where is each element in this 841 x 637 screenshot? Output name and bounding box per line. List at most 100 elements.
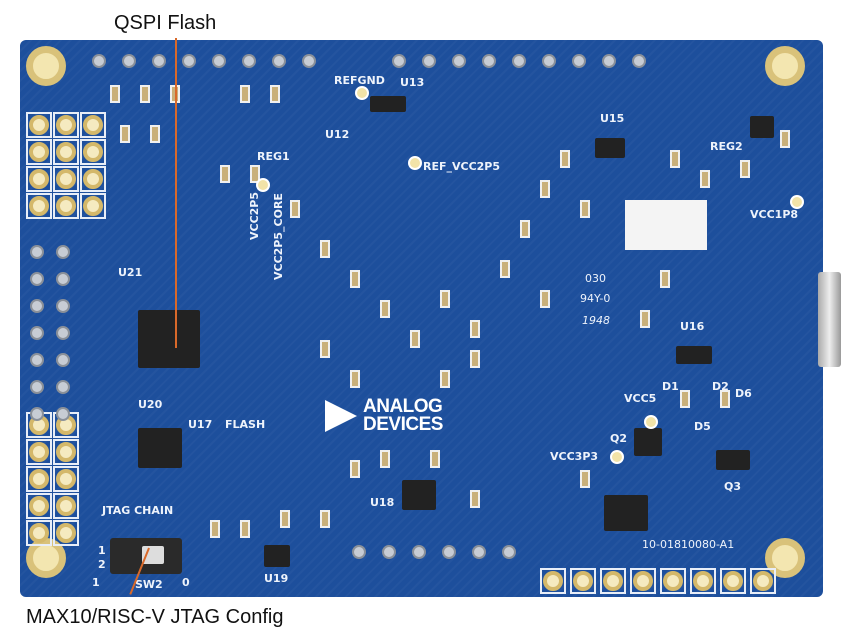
smd-component	[720, 390, 730, 408]
header-pin	[512, 54, 526, 68]
pin-frame	[26, 166, 52, 192]
test-point	[644, 415, 658, 429]
smd-component	[440, 290, 450, 308]
smd-component	[660, 270, 670, 288]
header-pin	[542, 54, 556, 68]
smd-component	[700, 170, 710, 188]
pin-frame	[80, 166, 106, 192]
header-pad	[603, 571, 623, 591]
header-pin	[352, 545, 366, 559]
smd-component	[110, 85, 120, 103]
pin-frame	[26, 520, 52, 546]
header-pin	[422, 54, 436, 68]
pin-frame	[53, 193, 79, 219]
silk-reg2: REG2	[710, 140, 743, 153]
header-pad	[83, 115, 103, 135]
smd-component	[320, 510, 330, 528]
header-pin	[482, 54, 496, 68]
header-pad	[543, 571, 563, 591]
header-pad	[723, 571, 743, 591]
header-pad	[56, 142, 76, 162]
silk-code1: 030	[585, 272, 606, 285]
header-pad	[56, 196, 76, 216]
header-pin	[92, 54, 106, 68]
header-pin	[30, 380, 44, 394]
pin-frame	[53, 439, 79, 465]
header-pad	[56, 469, 76, 489]
pin-frame	[53, 520, 79, 546]
smd-component	[350, 370, 360, 388]
silk-d2: D2	[712, 380, 729, 393]
silk-vcc5: VCC5	[624, 392, 657, 405]
logo-line2: DEVICES	[363, 414, 443, 435]
qspi-flash-callout: QSPI Flash	[114, 12, 217, 34]
header-pin	[392, 54, 406, 68]
header-pin	[56, 407, 70, 421]
smd-component	[780, 130, 790, 148]
test-point	[355, 86, 369, 100]
smd-component	[270, 85, 280, 103]
silk-d6: D6	[735, 387, 752, 400]
silk-vcc3p3: VCC3P3	[550, 450, 599, 463]
smd-component	[740, 160, 750, 178]
header-pad	[29, 169, 49, 189]
silk-refgnd: REFGND	[334, 74, 385, 87]
header-pad	[29, 496, 49, 516]
silk-flash: FLASH	[225, 418, 266, 431]
pin-frame	[750, 568, 776, 594]
header-pin	[152, 54, 166, 68]
pin-frame	[26, 493, 52, 519]
pin-frame	[53, 466, 79, 492]
smd-component	[500, 260, 510, 278]
pin-frame	[600, 568, 626, 594]
header-pad	[573, 571, 593, 591]
pin-frame	[660, 568, 686, 594]
test-point	[790, 195, 804, 209]
pin-frame	[690, 568, 716, 594]
silk-sw-0: 0	[182, 576, 190, 589]
header-pin	[56, 326, 70, 340]
mounting-hole	[26, 46, 66, 86]
smd-component	[240, 520, 250, 538]
smd-component	[220, 165, 230, 183]
silk-sw-1: 1	[98, 544, 106, 557]
qspi-callout-line	[175, 38, 177, 348]
header-pin	[302, 54, 316, 68]
usb-connector	[818, 272, 841, 367]
smd-component	[320, 240, 330, 258]
silk-u21: U21	[118, 266, 143, 279]
smd-component	[560, 150, 570, 168]
silk-part-number: 10-01810080-A1	[642, 538, 735, 551]
ic-q2	[634, 428, 662, 456]
ic-u18	[402, 480, 436, 510]
silk-u19: U19	[264, 572, 289, 585]
smd-component	[380, 450, 390, 468]
header-pin	[472, 545, 486, 559]
smd-component	[240, 85, 250, 103]
silk-vcc2p5: VCC2P5	[248, 191, 261, 240]
ic-u13	[370, 96, 406, 112]
pin-frame	[53, 112, 79, 138]
smd-component	[540, 290, 550, 308]
silk-d1: D1	[662, 380, 679, 393]
pin-frame	[570, 568, 596, 594]
smd-component	[470, 350, 480, 368]
silk-u15: U15	[600, 112, 625, 125]
header-pin	[572, 54, 586, 68]
header-pin	[30, 407, 44, 421]
ic-u15	[595, 138, 625, 158]
header-pin	[56, 272, 70, 286]
silk-sw2: SW2	[135, 578, 163, 591]
pin-frame	[26, 466, 52, 492]
silk-u17: U17	[188, 418, 213, 431]
header-pad	[56, 496, 76, 516]
silk-code3: 1948	[582, 314, 610, 327]
smd-component	[250, 165, 260, 183]
pin-frame	[80, 112, 106, 138]
analog-devices-logo-icon	[325, 400, 357, 432]
smd-component	[150, 125, 160, 143]
smd-component	[410, 330, 420, 348]
pin-frame	[26, 139, 52, 165]
pin-frame	[630, 568, 656, 594]
silk-reg1: REG1	[257, 150, 290, 163]
